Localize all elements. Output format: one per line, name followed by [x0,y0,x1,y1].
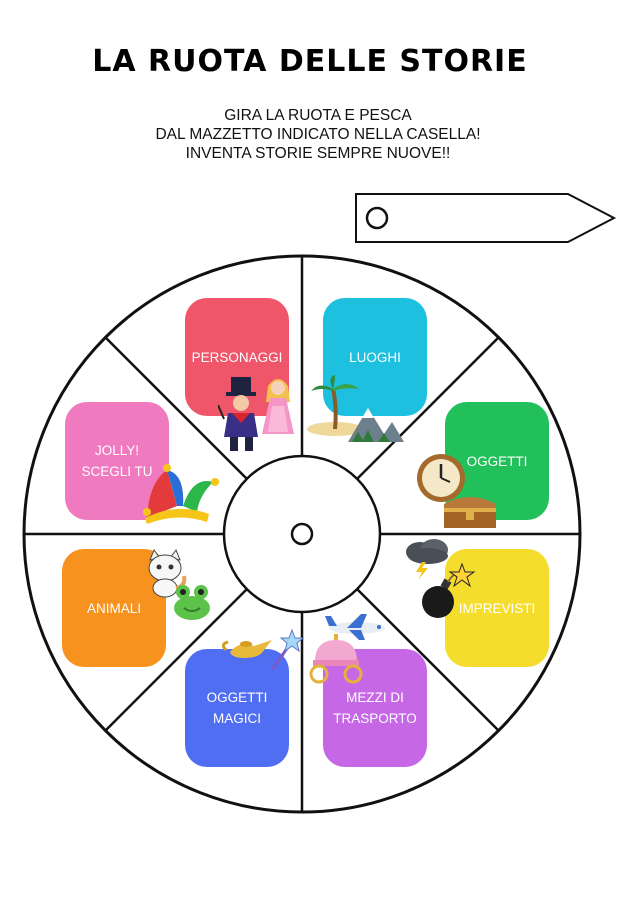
instruction-line-3: INVENTA STORIE SEMPRE NUOVE!! [185,145,451,162]
instruction-line-1: GIRA LA RUOTA E PESCA [224,107,412,124]
instructions: GIRA LA RUOTA E PESCA DAL MAZZETTO INDIC… [0,106,636,163]
section-mezzi-label-line1: MEZZI DI [346,690,404,705]
airplane-icon [325,614,385,640]
section-jolly-label-line2: SCEGLI TU [81,464,153,479]
section-luoghi-label: LUOGHI [349,349,401,365]
section-oggetti-label: OGGETTI [466,453,528,469]
pointer-hole-icon [365,206,389,230]
bomb-icon [422,562,476,618]
magic-wand-icon [270,628,304,671]
section-magici-label-line1: OGGETTI [206,690,268,705]
treasure-chest-icon [444,497,496,528]
carriage-icon [309,634,363,684]
section-imprevisti-label: IMPREVISTI [458,600,536,616]
wheel-pointer [355,193,617,243]
magic-lamp-icon [221,640,272,658]
story-wheel[interactable] [20,252,584,816]
section-mezzi-label-line2: TRASPORTO [333,711,417,726]
clock-icon [417,454,465,502]
instruction-line-2: DAL MAZZETTO INDICATO NELLA CASELLA! [155,126,481,143]
section-jolly: JOLLY! SCEGLI TU [65,402,169,520]
princess-icon [262,379,294,434]
palm-island-icon [307,375,363,436]
mountains-icon [348,408,404,442]
jester-hat-icon [143,464,219,524]
cat-icon [148,548,187,598]
magician-icon [218,377,258,451]
section-mezzi-di-trasporto: MEZZI DI TRASPORTO [323,649,427,767]
storm-cloud-icon [406,539,448,580]
section-animali-label: ANIMALI [86,600,141,616]
section-luoghi: LUOGHI [323,298,427,416]
page-title: LA RUOTA DELLE STORIE [92,44,528,79]
wheel-center-hole-icon [290,522,314,546]
section-personaggi-label: PERSONAGGI [191,349,283,365]
frog-icon [174,585,210,620]
section-magici-label-line2: MAGICI [212,711,261,726]
section-jolly-label-line1: JOLLY! [94,443,140,458]
